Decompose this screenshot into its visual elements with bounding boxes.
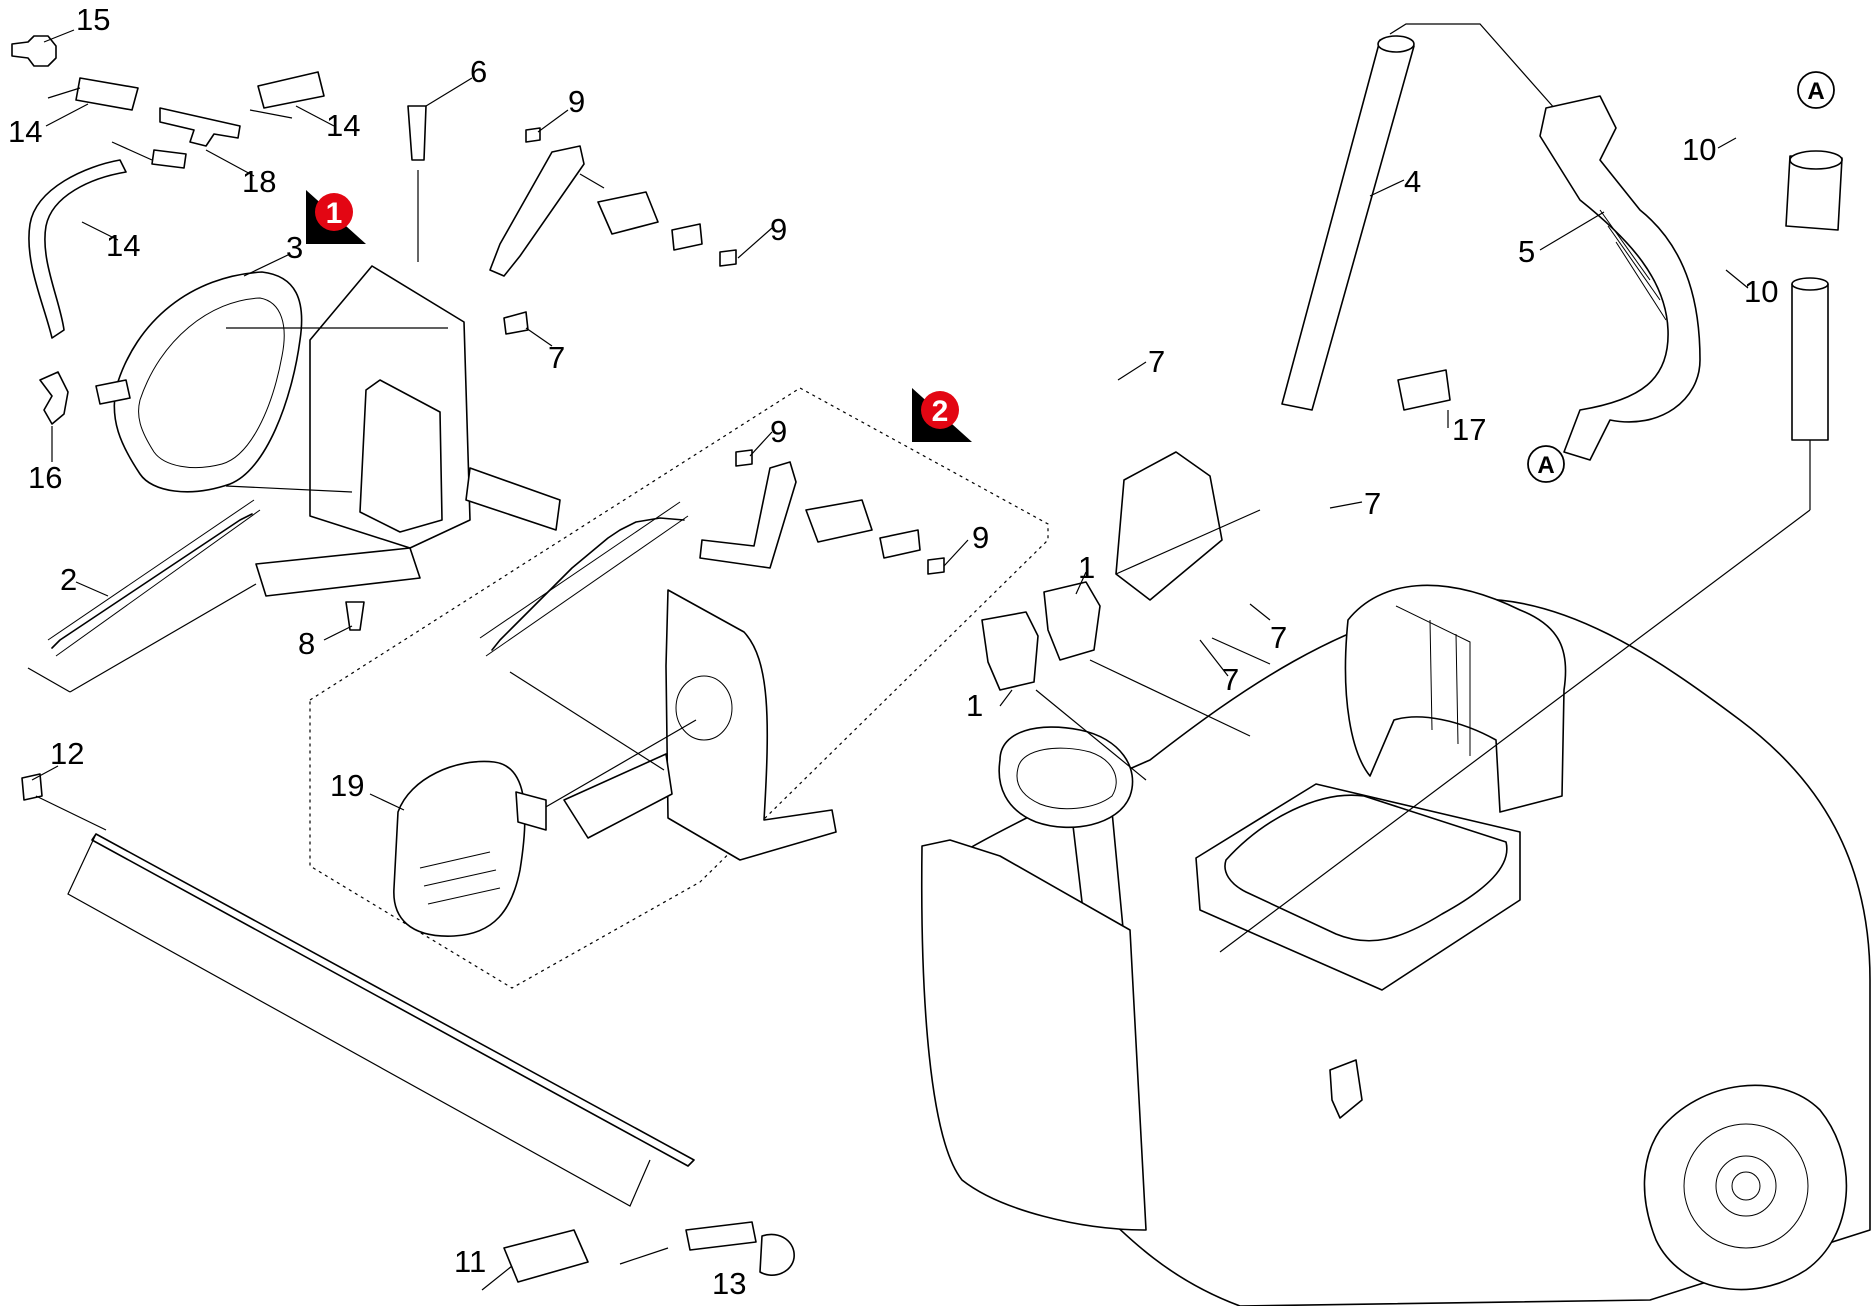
bracket-17 <box>1397 369 1451 411</box>
seat-cushion <box>1224 794 1508 942</box>
tee-18 <box>159 107 241 147</box>
callout-6: 6 <box>470 54 487 89</box>
motor-gear <box>515 791 547 831</box>
callout-1a: 1 <box>1078 550 1095 585</box>
assembly-2-parts <box>393 449 945 937</box>
callout-9b: 9 <box>770 212 787 247</box>
valve-1-lower <box>981 611 1039 691</box>
callout-1b: 1 <box>966 688 983 723</box>
hose-fittings-group <box>11 35 325 425</box>
spring-2 <box>27 499 261 693</box>
pin-13 <box>685 1221 757 1251</box>
pivot-bracket <box>1115 451 1223 601</box>
clevis-upper <box>597 191 659 235</box>
callout-9c: 9 <box>770 414 787 449</box>
cap-13 <box>759 1233 795 1276</box>
callout-13: 13 <box>712 1266 746 1301</box>
callout-10b: 10 <box>1744 274 1778 309</box>
nut-9c <box>735 449 753 467</box>
clip-11 <box>503 1229 589 1283</box>
lever-arm-upper <box>489 145 585 277</box>
motor-19 <box>393 760 526 937</box>
callout-15: 15 <box>76 2 110 37</box>
callout-7a: 7 <box>548 340 565 375</box>
motor-bracket <box>665 589 837 861</box>
callout-7d: 7 <box>1270 620 1287 655</box>
callout-7e: 7 <box>1222 662 1239 697</box>
suction-parts <box>981 23 1843 953</box>
bracket-slot <box>359 379 443 533</box>
callout-12: 12 <box>50 736 84 771</box>
screw-7a <box>503 311 529 335</box>
callout-17: 17 <box>1452 412 1486 447</box>
pipe-long <box>1791 283 1829 441</box>
fitting-15 <box>11 35 57 67</box>
screw-8 <box>345 601 365 631</box>
valve-1-upper <box>1043 581 1101 661</box>
leader-lines <box>31 29 1749 1265</box>
callout-9a: 9 <box>568 84 585 119</box>
fitting-bolt <box>95 379 131 405</box>
callout-11: 11 <box>454 1244 486 1279</box>
connector-a-mid <box>1527 445 1565 483</box>
marker-1-label: 1 <box>326 197 343 230</box>
bracket-hook <box>1329 1059 1363 1119</box>
elbow-16 <box>39 371 69 425</box>
callout-16: 16 <box>28 460 62 495</box>
hose-14-curved <box>28 159 127 339</box>
callout-7c: 7 <box>1364 486 1381 521</box>
sweeper-machine <box>920 584 1871 1306</box>
strip-assembly <box>21 773 795 1291</box>
callout-2: 2 <box>60 562 77 597</box>
assembly-2-boundary <box>309 387 1049 989</box>
callout-14c: 14 <box>106 228 140 263</box>
fitting-18b <box>151 149 187 169</box>
pin-upper <box>671 223 703 251</box>
callout-5: 5 <box>1518 234 1535 269</box>
callout-3: 3 <box>286 230 303 265</box>
front-bumper <box>920 839 1147 1231</box>
strip-long <box>91 833 695 1167</box>
tube-4 <box>1281 39 1415 411</box>
callout-8: 8 <box>298 626 315 661</box>
seat-back <box>1344 584 1567 813</box>
nut-9a <box>525 127 541 143</box>
hose-14-top <box>75 77 139 111</box>
rear-wheel <box>1643 1084 1848 1291</box>
callout-numbers: 15 14 14 18 14 3 16 2 6 7 8 9 9 9 9 12 1… <box>8 2 1778 1301</box>
callout-14b: 14 <box>326 108 360 143</box>
steering-wheel <box>998 726 1134 829</box>
connector-a-label-2: A <box>1537 452 1554 479</box>
marker-1: 1 <box>306 190 366 244</box>
callout-19: 19 <box>330 768 364 803</box>
lever-arm-lower <box>699 461 797 569</box>
tank-3 <box>113 271 303 493</box>
linkage-upper <box>489 127 737 277</box>
tank-assembly <box>95 105 561 631</box>
hose-5 <box>1539 95 1701 461</box>
screw-6 <box>407 105 427 161</box>
nut-9d <box>927 557 945 575</box>
callout-7b: 7 <box>1148 344 1165 379</box>
nut-9b <box>719 249 737 267</box>
callout-4: 4 <box>1404 164 1421 199</box>
screw-12 <box>21 773 43 801</box>
connector-a-group: A A <box>1527 71 1835 483</box>
base-plate <box>255 547 421 597</box>
valve-shaft <box>465 467 561 531</box>
motor-base-plate <box>563 753 673 839</box>
marker-2-label: 2 <box>932 395 949 428</box>
callout-18: 18 <box>242 164 276 199</box>
callout-14a: 14 <box>8 114 42 149</box>
callout-10a: 10 <box>1682 132 1716 167</box>
connector-a-label-1: A <box>1807 78 1824 105</box>
hose-14-right <box>257 71 325 109</box>
connector-a-top <box>1797 71 1835 109</box>
clevis-lower <box>805 499 873 543</box>
pin-lower <box>879 529 921 559</box>
marker-2: 2 <box>912 388 972 442</box>
callout-9d: 9 <box>972 520 989 555</box>
